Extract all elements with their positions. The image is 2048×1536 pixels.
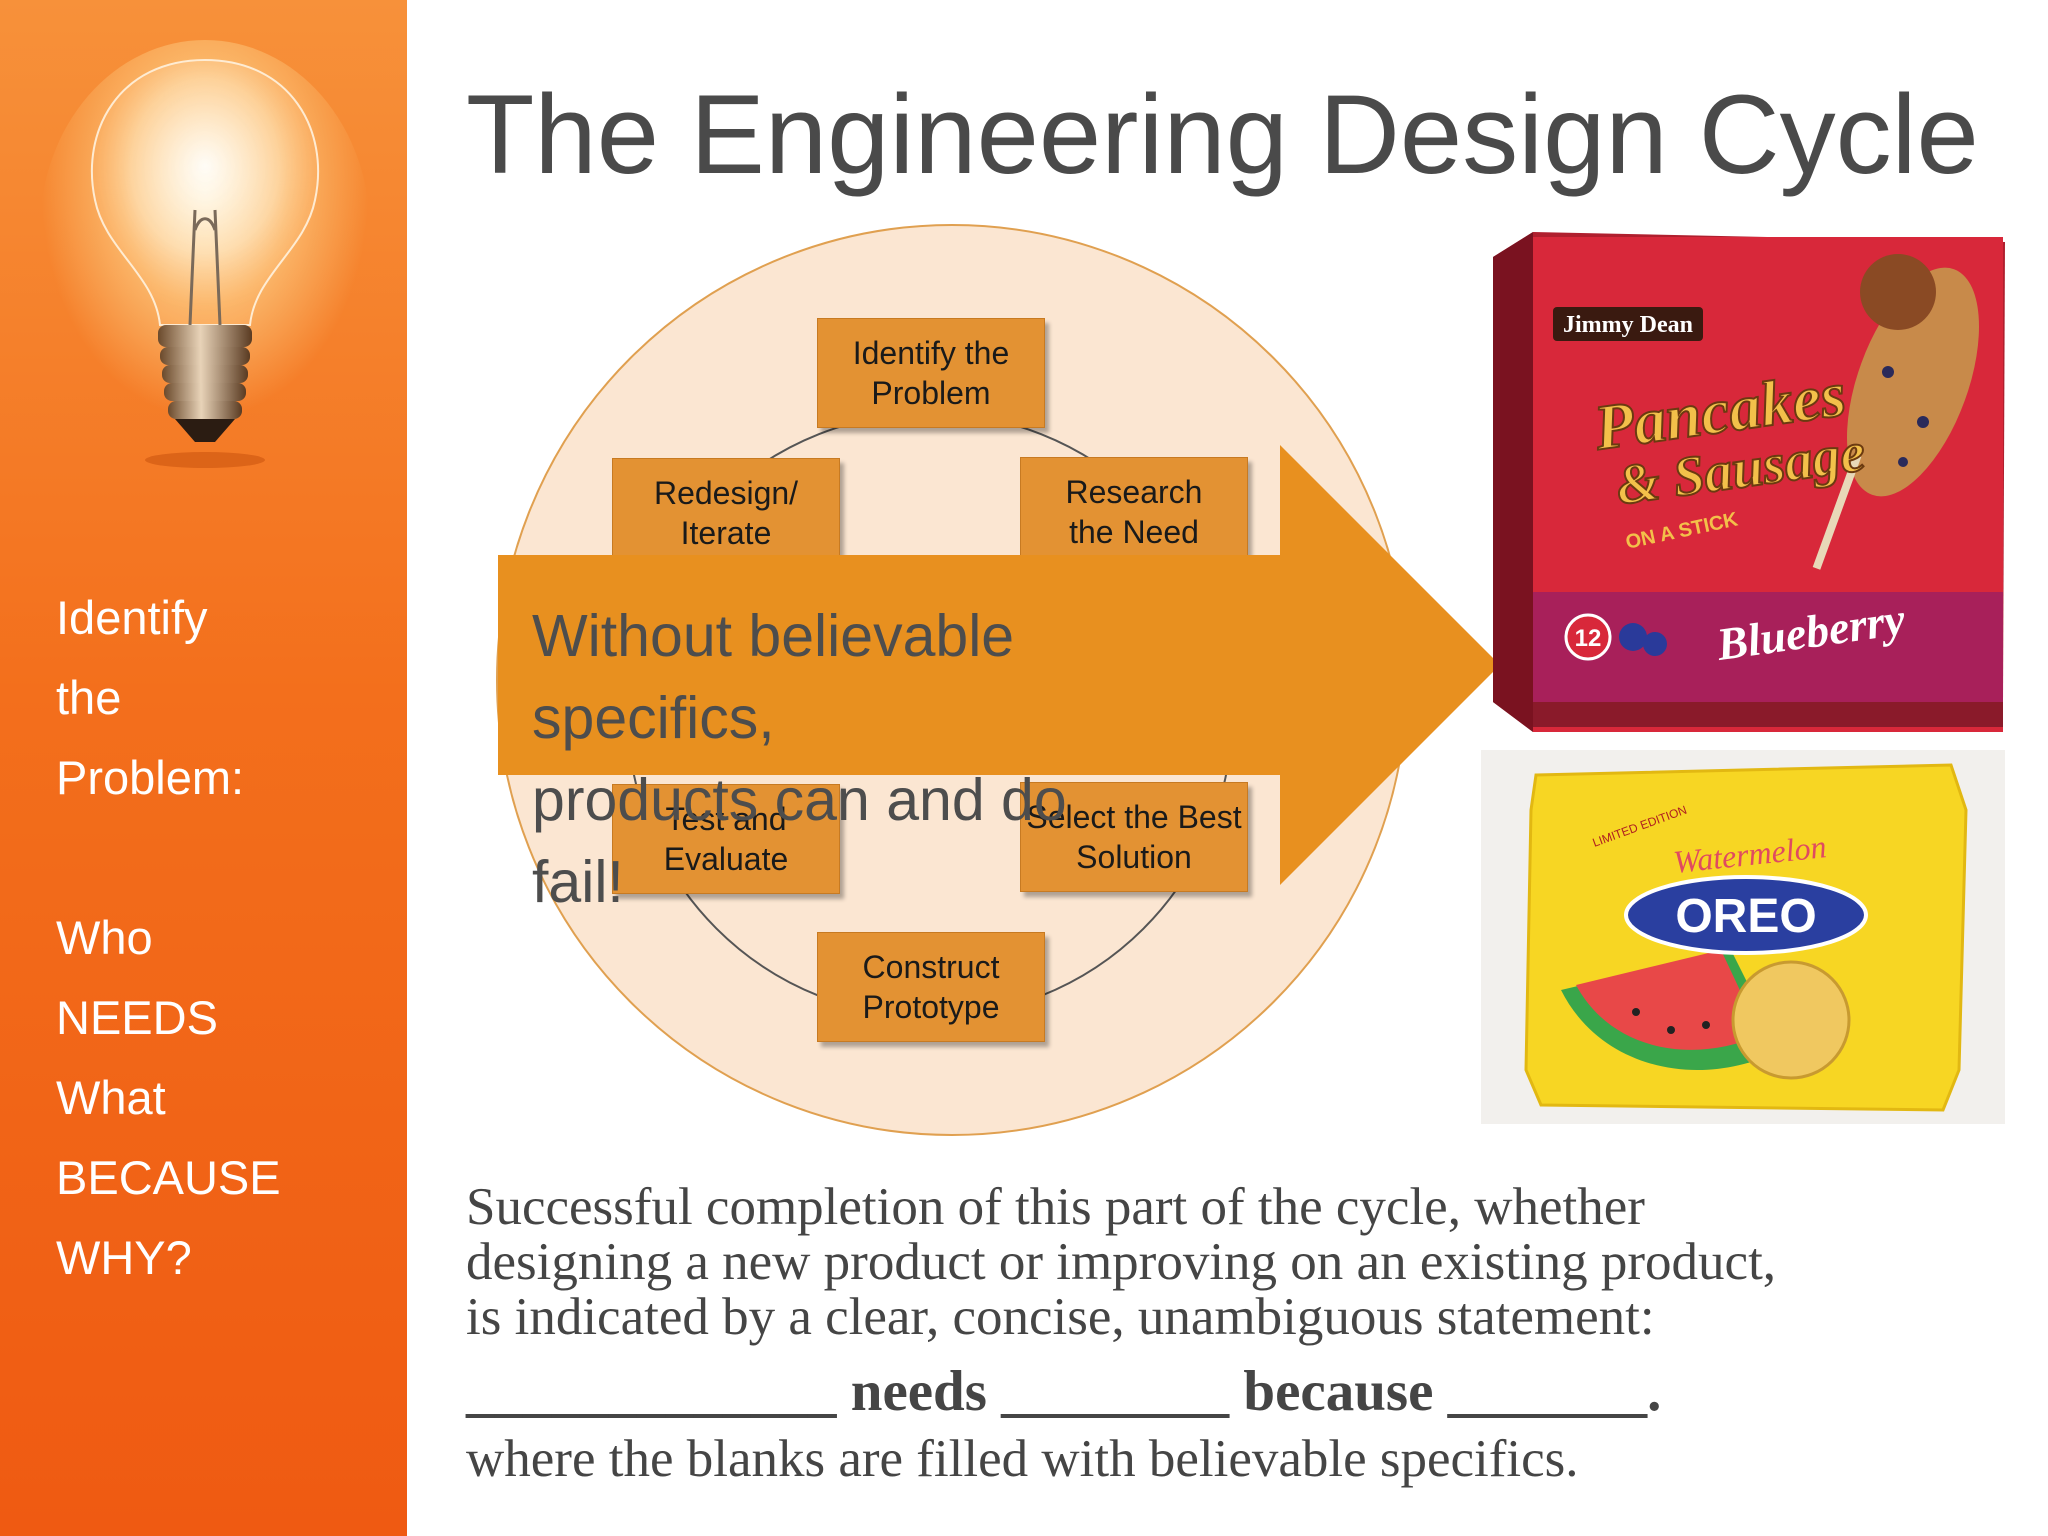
body-line: Successful completion of this part of th… (466, 1178, 1645, 1236)
count-text: 12 (1575, 625, 1602, 652)
sidebar-line: WHY? (56, 1231, 192, 1284)
sidebar-line: BECAUSE (56, 1151, 281, 1204)
design-cycle-diagram: Identify the Problem Research the Need S… (470, 210, 1520, 1170)
sidebar-line: Problem: (56, 751, 245, 804)
step-label: Research the Need (1065, 474, 1203, 550)
step-identify-problem: Identify the Problem (817, 318, 1045, 428)
sidebar-text: Identify the Problem: Who NEEDS What BEC… (56, 578, 386, 1298)
body-footer: where the blanks are filled with believa… (466, 1430, 1579, 1488)
pancakes-sausage-box-image: Jimmy Dean Pancakes & Sausage ON A STICK… (1493, 232, 2005, 732)
sidebar-line: the (56, 671, 122, 724)
brand-text: Jimmy Dean (1563, 312, 1693, 338)
sidebar-line: Identify (56, 591, 208, 644)
banner-text: Without believable specifics, products c… (532, 595, 1152, 923)
body-line: is indicated by a clear, concise, unambi… (466, 1288, 1655, 1346)
banner-line: products can and do fail! (532, 767, 1067, 915)
step-label: Redesign/ Iterate (653, 475, 799, 551)
step-redesign-iterate: Redesign/ Iterate (612, 458, 840, 568)
step-select-solution: Select the Best Solution (1020, 782, 1248, 892)
step-label: Identify the Problem (852, 335, 1010, 411)
sidebar-line: Who (56, 911, 153, 964)
sidebar-line: What (56, 1071, 166, 1124)
fill-in-statement: _____________ needs ________ because ___… (466, 1360, 1662, 1423)
sidebar-line: NEEDS (56, 991, 218, 1044)
arrow-shape (498, 445, 1500, 885)
step-label: Construct Prototype (862, 949, 1000, 1025)
watermelon-oreo-pack-image: Watermelon OREO LIMITED EDITION (1481, 750, 2005, 1124)
sidebar-spacer (56, 818, 386, 898)
step-label: Select the Best Solution (1026, 799, 1242, 875)
sidebar: Identify the Problem: Who NEEDS What BEC… (0, 0, 407, 1536)
page-title: The Engineering Design Cycle (466, 72, 1979, 197)
step-label: Test and Evaluate (663, 801, 789, 877)
step-research-need: Research the Need (1020, 457, 1248, 567)
lightbulb-icon (90, 58, 320, 468)
body-text: Successful completion of this part of th… (466, 1180, 2026, 1491)
body-line: designing a new product or improving on … (466, 1233, 1777, 1291)
oreo-brand-text: OREO (1675, 890, 1816, 943)
banner-line: Without believable specifics, (532, 603, 1015, 751)
step-test-evaluate: Test and Evaluate (612, 784, 840, 894)
step-construct-prototype: Construct Prototype (817, 932, 1045, 1042)
